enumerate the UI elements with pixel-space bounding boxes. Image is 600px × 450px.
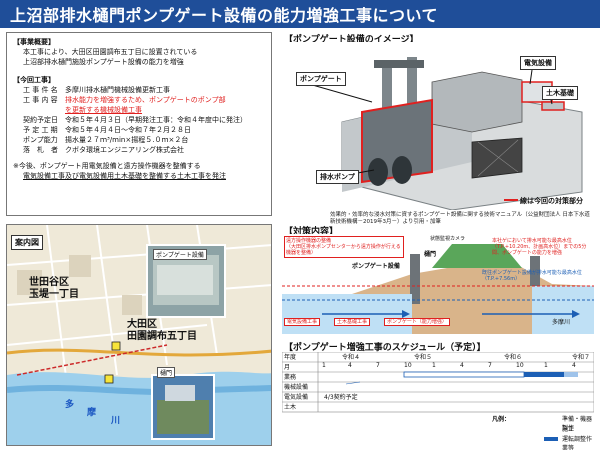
year-3: 令和６: [504, 354, 523, 361]
pump-gate-image: ポンプゲート 電気設備 土木基礎 排水ポンプ 線は今回の対策部分: [282, 42, 594, 210]
river-label-3: 川: [111, 416, 121, 426]
schedule-heading: 【ポンプゲート増強工事のスケジュール（予定）】: [284, 343, 486, 353]
legend-test: 運転調整作業等: [562, 436, 593, 450]
legend-heading: 凡例：: [492, 416, 511, 423]
spec-note: 既往ポンプゲート設備が排水可能な最高水位（T.P.+7.56m）: [482, 270, 582, 282]
month: 4: [348, 362, 352, 369]
month: 1: [432, 362, 436, 369]
remote-box: 遠方操作機器の整備 （大田区排水ポンプセンターから遠方操作が行える機器を整備）: [284, 236, 404, 258]
label-electric: 電気設備: [520, 56, 556, 70]
ward-boundary: [16, 344, 168, 376]
embankment-road: [7, 348, 271, 357]
year-2: 令和５: [414, 354, 433, 361]
row-electrical: 電気設備: [284, 394, 309, 401]
map-label: 案内図: [11, 235, 43, 250]
month: 7: [376, 362, 380, 369]
schedule-table: 年度 令和４ 令和５ 令和６ 令和７ 月 1 4 7 10 1 4 7 10 1…: [282, 352, 594, 450]
gate-label: 樋門: [424, 251, 437, 258]
year-label: 年度: [284, 354, 297, 361]
year-1: 令和４: [342, 354, 361, 361]
contract-note: 4/3契約予定: [324, 394, 358, 401]
info-row: を更新する機械設備工事: [65, 106, 142, 114]
measures-drawing: [282, 234, 594, 334]
river-area: [7, 371, 271, 445]
work-heading: 【今回工事】: [13, 76, 55, 84]
note-line-1: ※今後、ポンプゲート用電気設備と遠方操作機器を整備する: [13, 162, 201, 170]
photo1-caption: ポンプゲート設備: [153, 249, 207, 260]
river-tag: 多摩川: [552, 319, 571, 326]
pump-gate-drawing: [301, 57, 583, 210]
page-title-bar: 上沼部排水樋門ポンプゲート設備の能力増強工事について: [0, 0, 600, 28]
civil-work-tag: 土木基礎工事: [334, 318, 371, 326]
info-row: 契約予定日令和５年４月３日（早期発注工事：令和４年度中に発注）: [23, 116, 247, 124]
month: 1: [322, 362, 326, 369]
pump-gate-label: ポンプゲート設備: [352, 263, 400, 270]
month-label: 月: [284, 364, 291, 371]
month: 4: [460, 362, 464, 369]
page-title: 上沼部排水樋門ポンプゲート設備の能力増強工事について: [10, 6, 439, 25]
reference-note: 効果的・効率的な浸水対策に資するポンプゲート設備に関する技術マニュアル（公益財団…: [330, 212, 590, 225]
location-map: 案内図 世田谷区 玉堤一丁目 大田区 田園調布五丁目 ポンプゲート設備 樋門 多…: [6, 224, 272, 446]
info-row: 予 定 工 期令和５年４月４日～令和７年２月２８日: [23, 126, 191, 134]
row-civil: 土木: [284, 404, 297, 411]
gate-marker: [104, 374, 114, 384]
info-row: ポンプ能力揚水量２７ｍ³/min×揚程５.０ｍ×２台: [23, 136, 189, 144]
label-pump: 排水ポンプ: [316, 170, 359, 184]
site-marker: [111, 341, 121, 351]
district-ota: 大田区 田園調布五丁目: [127, 319, 197, 342]
capacity-note: 本社ゲにおいて排水可能な最高水位（T.P.+10.20m、計画高水位）までの5分…: [492, 238, 587, 256]
month: 1: [544, 362, 548, 369]
measures-heading: 【対策内容】: [284, 227, 339, 237]
month: 7: [488, 362, 492, 369]
info-row: 工 事 件 名多摩川排水樋門機械設備更新工事: [23, 86, 170, 94]
month: 10: [516, 362, 524, 369]
mech-work-tag: ポンプゲート（能力増強）: [384, 318, 450, 326]
legend-prep: 準備・機器製作: [562, 416, 593, 432]
electric-work-tag: 電気設備工事: [284, 318, 321, 326]
river-label-1: 多: [65, 400, 75, 410]
project-info-box: 【事業概要】 本工事により、大田区田園調布五丁目に設置されている 上沼部排水樋門…: [6, 32, 272, 216]
year-4: 令和７: [572, 354, 591, 361]
this-work-note: 線は今回の対策部分: [520, 197, 583, 205]
image-heading: 【ポンプゲート設備のイメージ】: [284, 35, 419, 45]
river-label-2: 摩: [87, 408, 97, 418]
schedule-grid: [282, 352, 594, 441]
info-row: 工 事 内 容排水能力を増強するため、ポンプゲートのポンプ部: [23, 96, 226, 104]
month: 10: [404, 362, 412, 369]
note-line-2: 電気設備工事及び電気設備用土木基礎を整備する土木工事を発注: [23, 172, 226, 180]
district-setagaya: 世田谷区 玉堤一丁目: [29, 277, 79, 300]
label-civil: 土木基礎: [542, 86, 578, 100]
row-business: 業務: [284, 374, 297, 381]
overview-line-1: 本工事により、大田区田園調布五丁目に設置されている: [23, 48, 198, 56]
overview-line-2: 上沼部排水樋門施設ポンプゲート設備の能力を増強: [23, 58, 184, 66]
measures-diagram: 遠方操作機器の整備 （大田区排水ポンプセンターから遠方操作が行える機器を整備） …: [282, 234, 594, 334]
row-mechanical: 機械設備: [284, 384, 309, 391]
map-drawing: [7, 225, 271, 445]
info-row: 落 札 者クボタ環境エンジニアリング株式会社: [23, 146, 184, 154]
label-pump-gate: ポンプゲート: [296, 72, 346, 86]
month: 4: [572, 362, 576, 369]
camera-label: 状態監視カメラ: [430, 236, 466, 242]
photo2-caption: 樋門: [157, 367, 176, 378]
legend-construction: 施工: [562, 426, 575, 433]
overview-heading: 【事業概要】: [13, 38, 55, 46]
